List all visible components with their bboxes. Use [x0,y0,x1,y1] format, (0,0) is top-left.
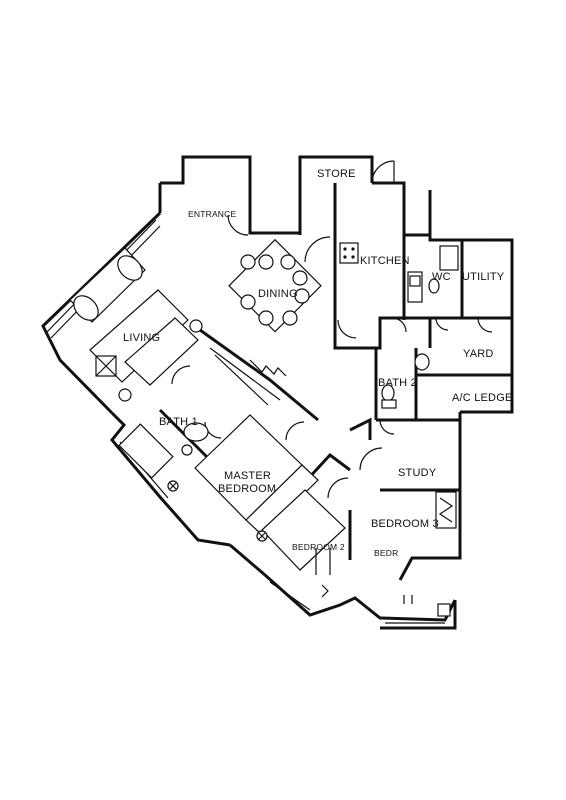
label-dining: DINING [258,288,298,300]
label-yard: YARD [463,348,494,360]
label-bedroom3: BEDROOM 3 [371,518,439,530]
kitchen-fixtures [339,242,459,303]
label-utility: UTILITY [462,271,505,283]
door-swings [171,160,493,499]
master-bed [181,347,319,536]
bedroom3-wardrobe [435,491,457,529]
label-master-bedroom-2: BEDROOM [218,483,276,495]
bath1-fixtures [118,422,209,492]
label-bedroom2: BEDROOM 2 [292,542,345,552]
outer-walls [41,155,514,630]
dining-table [228,238,322,333]
label-ac-ledge: A/C LEDGE [452,392,513,404]
label-bath1: BATH 1 [159,416,198,428]
label-wc: WC [432,271,451,283]
label-bath2: BATH 2 [378,377,417,389]
label-master-bedroom-1: MASTER [224,470,271,482]
balcony-rails [403,595,451,617]
label-bedr: BEDR [374,548,398,558]
label-study: STUDY [398,467,437,479]
room-labels: ENTRANCE STORE KITCHEN WC UTILITY DINING… [123,168,513,558]
label-store: STORE [317,168,356,180]
label-living: LIVING [123,332,160,344]
label-kitchen: KITCHEN [360,255,410,267]
label-entrance: ENTRANCE [188,209,236,219]
living-furniture [69,247,203,402]
bath2-fixtures [381,353,430,409]
bedroom2-bed [256,489,346,598]
